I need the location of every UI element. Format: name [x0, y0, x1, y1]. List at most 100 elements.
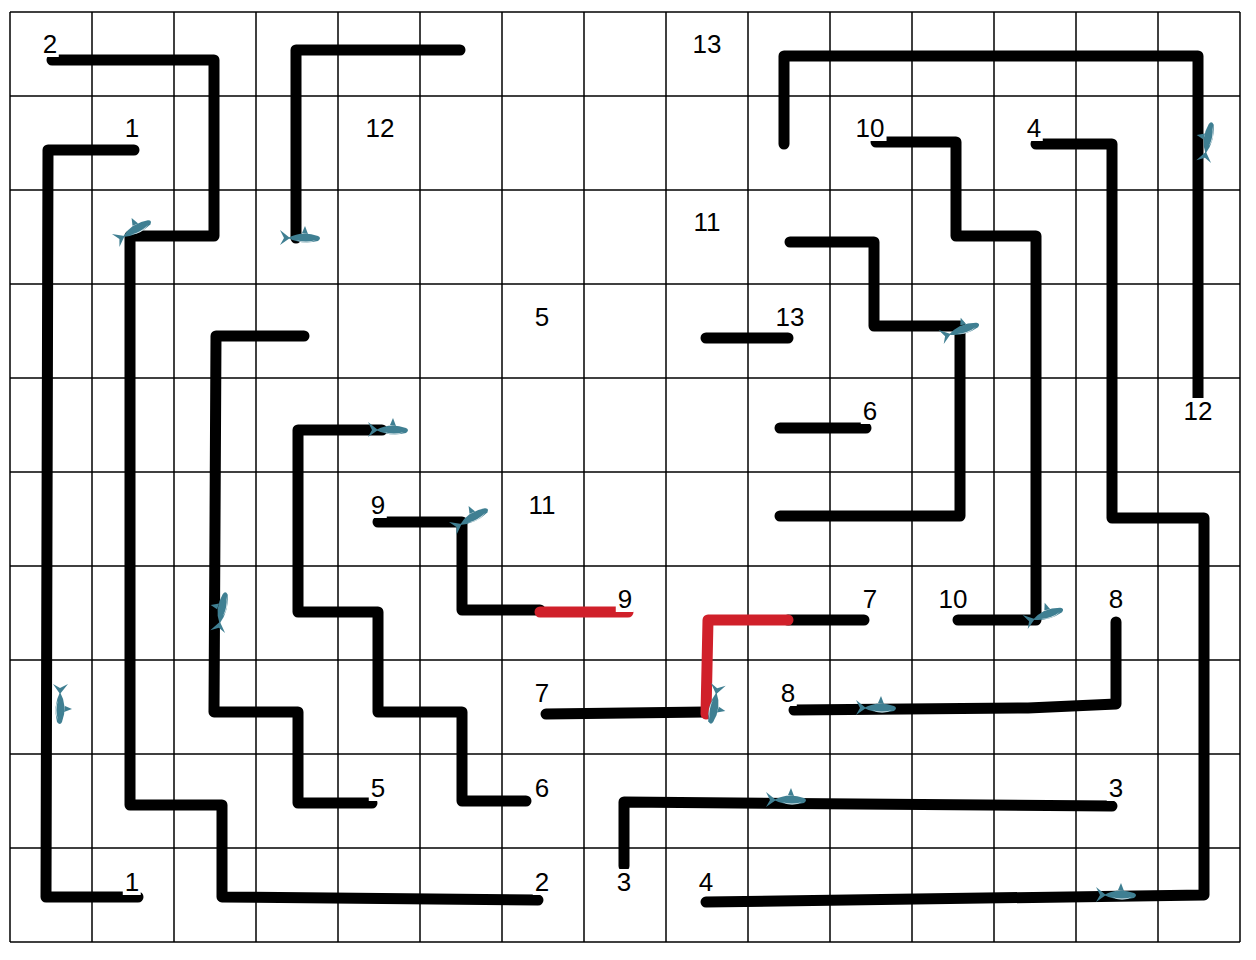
- maze-number: 3: [615, 869, 633, 895]
- grid-line: [10, 283, 1240, 285]
- grid-line: [1157, 12, 1159, 942]
- shark-part: [958, 317, 966, 327]
- shark-part: [53, 684, 68, 694]
- maze-number: 8: [779, 680, 797, 706]
- shark-part: [1023, 612, 1038, 630]
- maze-number: 5: [533, 304, 551, 330]
- shark-icon: [110, 211, 154, 247]
- grid-line: [10, 189, 1240, 191]
- maze-number: 4: [697, 869, 715, 895]
- shark-part: [280, 230, 290, 245]
- shark-icon: [447, 499, 491, 535]
- grid-line: [10, 471, 1240, 473]
- shark-part: [1041, 612, 1061, 621]
- maze-number: 12: [1182, 398, 1215, 424]
- maze-number: 6: [861, 398, 879, 424]
- shark-part: [390, 418, 396, 426]
- shark-part: [872, 710, 892, 713]
- maze-number: 4: [1025, 115, 1043, 141]
- maze-wall: [706, 333, 788, 344]
- maze-number: 2: [41, 31, 59, 57]
- shark-part: [856, 700, 866, 715]
- maze-number: 8: [1107, 586, 1125, 612]
- maze-wall: [546, 712, 706, 714]
- shark-icon: [937, 313, 981, 345]
- shark-part: [468, 513, 487, 525]
- shark-part: [288, 233, 320, 242]
- shark-part: [1096, 887, 1106, 902]
- maze-wall: [296, 50, 460, 238]
- grid-line: [10, 565, 1240, 567]
- maze-wall: [780, 423, 866, 434]
- shark-part: [121, 217, 153, 241]
- shark-part: [939, 327, 954, 345]
- maze-wall: [784, 56, 1198, 400]
- shark-part: [1118, 883, 1124, 891]
- grid-line: [255, 12, 257, 942]
- shark-part: [709, 683, 726, 695]
- shark-part: [1209, 127, 1215, 147]
- grid-line: [10, 659, 1240, 661]
- shark-icon: [368, 418, 408, 437]
- maze-wall: [378, 522, 540, 610]
- maze-number: 6: [533, 775, 551, 801]
- shark-icon: [206, 590, 232, 633]
- maze-wall: [624, 802, 1112, 866]
- grid-line: [10, 753, 1240, 755]
- shark-icon: [1021, 598, 1065, 630]
- maze-number: 7: [533, 680, 551, 706]
- shark-part: [458, 505, 490, 529]
- grid-line: [10, 11, 1240, 13]
- shark-part: [788, 788, 794, 796]
- shark-part: [774, 795, 806, 804]
- red-walls: [540, 612, 788, 714]
- maze-number: 11: [527, 492, 558, 518]
- grid-line: [10, 95, 1240, 97]
- shark-part: [782, 802, 802, 805]
- shark-part: [466, 505, 475, 515]
- maze-wall: [788, 615, 864, 626]
- maze-number: 10: [937, 586, 970, 612]
- maze-number: 7: [861, 586, 879, 612]
- shark-icon: [766, 788, 806, 807]
- grid-line: [10, 941, 1240, 943]
- maze-number: 1: [123, 869, 141, 895]
- shark-part: [131, 225, 150, 237]
- shark-part: [210, 620, 227, 632]
- grid-line: [419, 12, 421, 942]
- shark-icon: [1096, 883, 1136, 902]
- shark-part: [368, 422, 378, 437]
- shark-icon: [280, 226, 320, 245]
- shark-part: [112, 229, 128, 247]
- maze-number: 1: [123, 115, 141, 141]
- shark-part: [56, 700, 59, 720]
- maze-number: 10: [854, 115, 887, 141]
- shark-icon: [1192, 120, 1218, 163]
- maze-number: 13: [691, 31, 724, 57]
- shark-part: [766, 792, 776, 807]
- maze-walls: [46, 50, 1204, 902]
- maze-number: 11: [692, 209, 723, 235]
- shark-part: [223, 597, 229, 617]
- maze-number: 2: [533, 869, 551, 895]
- grid-line: [583, 12, 585, 942]
- shark-part: [210, 602, 219, 609]
- shark-part: [64, 706, 72, 712]
- shark-part: [717, 707, 726, 714]
- grid-line: [9, 12, 11, 942]
- maze-wall: [780, 242, 960, 516]
- maze-number: 12: [364, 115, 397, 141]
- maze-number: 9: [616, 586, 634, 612]
- shark-part: [1042, 602, 1050, 612]
- shark-part: [384, 432, 404, 435]
- maze-wall: [46, 150, 138, 897]
- shark-part: [1104, 890, 1136, 899]
- grid-lines: [10, 12, 1240, 942]
- maze-number: 3: [1107, 775, 1125, 801]
- shark-part: [129, 217, 138, 227]
- shark-part: [302, 226, 308, 234]
- shark-icon: [856, 696, 896, 715]
- shark-icon: [704, 683, 730, 726]
